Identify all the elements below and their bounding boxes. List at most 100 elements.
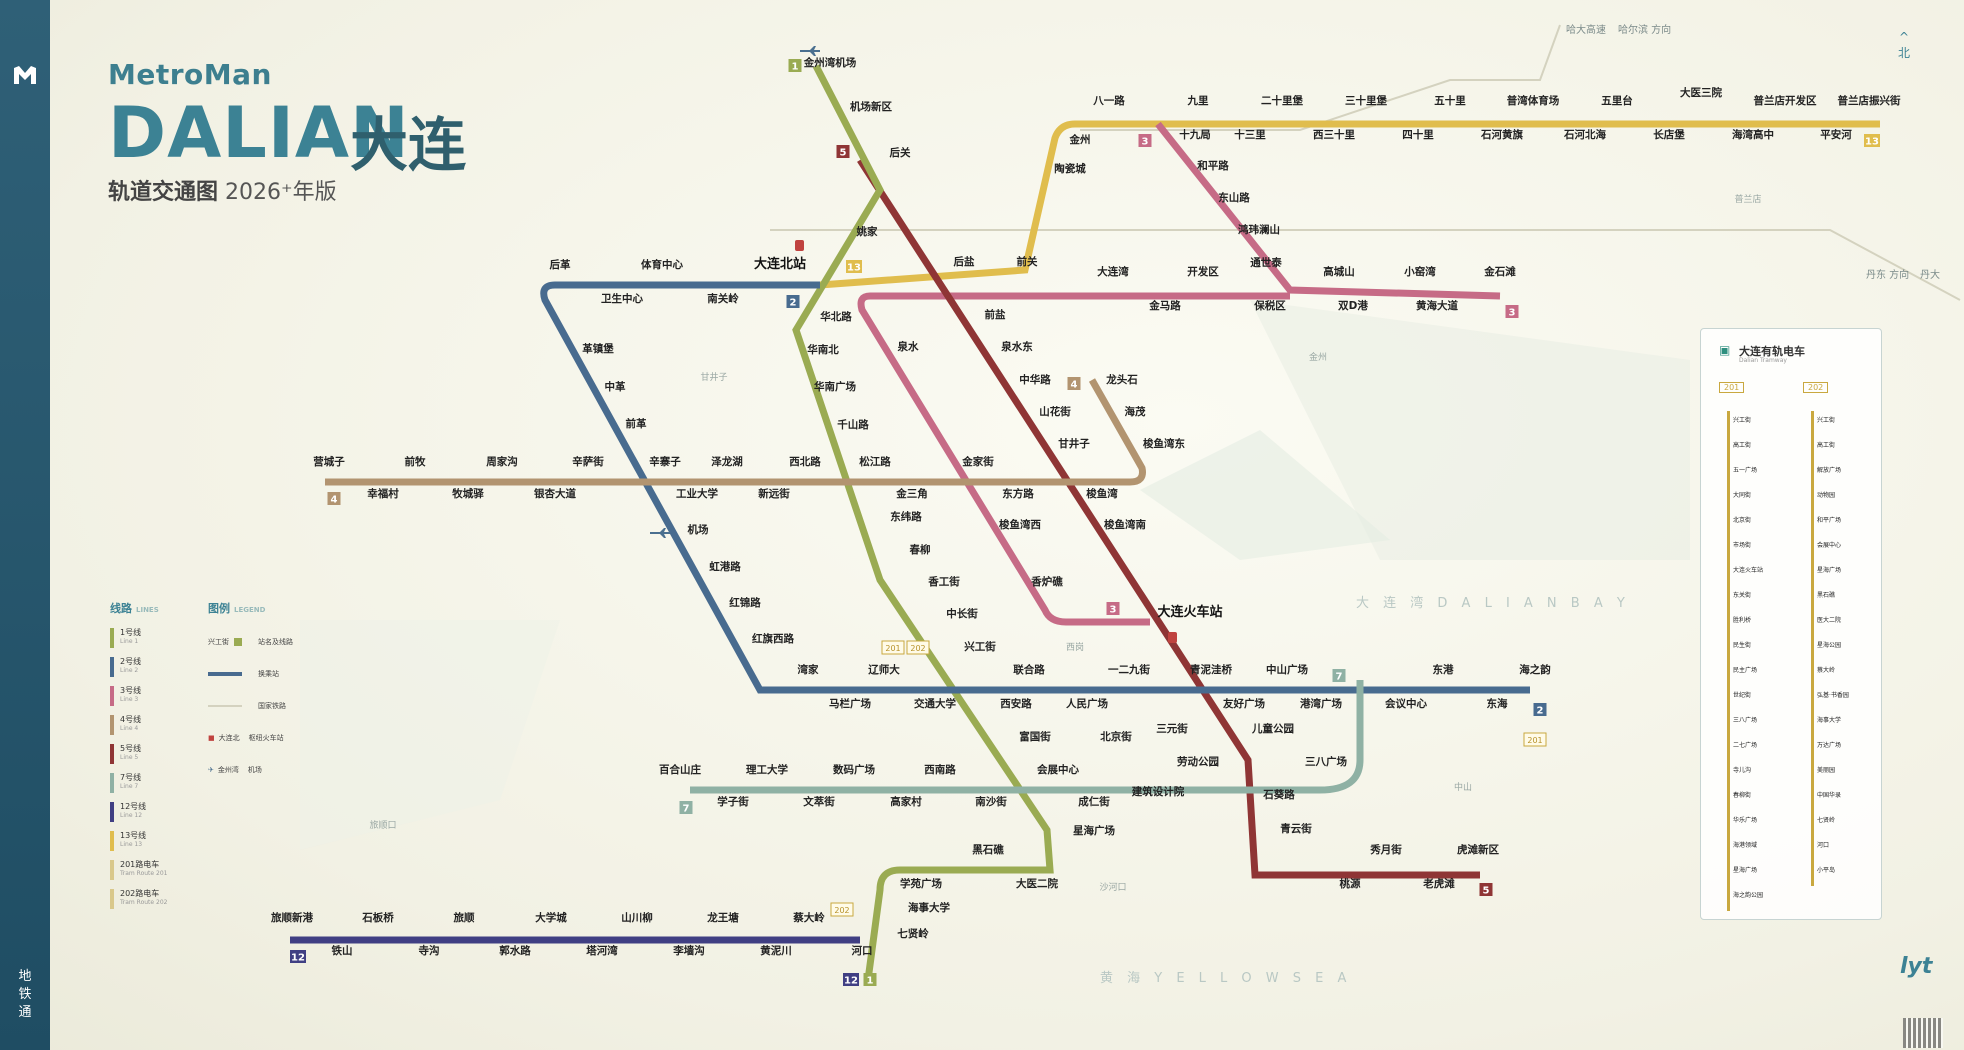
station-label[interactable]: 梭鱼湾东 [1143, 437, 1185, 450]
station-label[interactable]: 幸福村 [367, 487, 399, 500]
station-label[interactable]: 虎滩新区 [1457, 843, 1499, 856]
station-label[interactable]: 七贤岭 [897, 927, 929, 940]
station-label[interactable]: 九里 [1187, 94, 1210, 107]
station-label[interactable]: 春柳 [910, 543, 931, 556]
tram-stop[interactable]: 动物园 [1817, 492, 1836, 499]
station-label[interactable]: 红旗西路 [752, 632, 794, 645]
tram-stop[interactable]: 海事大学 [1817, 717, 1842, 724]
station-label[interactable]: 富国街 [1019, 730, 1051, 743]
station-label[interactable]: 五十里 [1434, 94, 1466, 107]
station-label[interactable]: 海事大学 [908, 901, 950, 914]
station-label[interactable]: 普兰店振兴街 [1838, 94, 1901, 107]
station-label[interactable]: 辛萨街 [572, 455, 604, 468]
station-label[interactable]: 辛寨子 [649, 455, 681, 468]
station-label[interactable]: 人民广场 [1066, 697, 1108, 710]
station-label[interactable]: 龙王塘 [706, 911, 739, 924]
station-label[interactable]: 千山路 [837, 418, 869, 431]
station-label[interactable]: 兴工街 [964, 640, 996, 653]
station-label[interactable]: 会议中心 [1385, 697, 1427, 710]
station-label[interactable]: 通世泰 [1250, 256, 1282, 269]
station-label[interactable]: 华北路 [820, 310, 852, 323]
tram-stop[interactable]: 医大二院 [1817, 617, 1842, 624]
station-label[interactable]: 学苑广场 [900, 877, 942, 890]
station-label[interactable]: 周家沟 [486, 455, 518, 468]
station-label[interactable]: 海之韵 [1519, 663, 1551, 676]
station-label[interactable]: 鸿玮澜山 [1238, 223, 1280, 236]
station-label[interactable]: 五里台 [1601, 94, 1633, 107]
station-label[interactable]: 黄海大道 [1416, 299, 1458, 312]
station-label[interactable]: 二十里堡 [1261, 94, 1303, 107]
tram-stop[interactable]: 世纪街 [1733, 692, 1752, 699]
station-label[interactable]: 陶瓷城 [1054, 162, 1086, 175]
tram-stop[interactable]: 大连火车站 [1733, 567, 1764, 574]
station-label[interactable]: 前牧 [405, 455, 426, 468]
station-label[interactable]: 海茂 [1125, 405, 1147, 418]
station-label[interactable]: 寺沟 [419, 944, 440, 957]
station-label[interactable]: 甘井子 [1058, 437, 1090, 450]
tram-stop[interactable]: 兴工街 [1817, 417, 1836, 424]
station-label[interactable]: 前关 [1017, 255, 1039, 268]
station-label[interactable]: 红锦路 [729, 596, 761, 609]
station-label[interactable]: 香工街 [927, 575, 960, 588]
station-label[interactable]: 辽师大 [868, 663, 900, 676]
station-label[interactable]: 松江路 [859, 455, 891, 468]
station-label[interactable]: 成仁街 [1078, 795, 1110, 808]
tram-stop[interactable]: 大同街 [1733, 492, 1752, 499]
station-label[interactable]: 体育中心 [641, 258, 683, 271]
station-label[interactable]: 银杏大道 [534, 487, 576, 500]
station-label[interactable]: 新远街 [758, 487, 790, 500]
station-label[interactable]: 港湾广场 [1300, 697, 1342, 710]
station-label[interactable]: 机场 [688, 523, 709, 536]
tram-stop[interactable]: 民主广场 [1733, 667, 1758, 674]
station-label[interactable]: 东港 [1433, 663, 1455, 676]
station-label[interactable]: 西北路 [789, 455, 821, 468]
station-label[interactable]: 桃源 [1340, 877, 1362, 890]
station-label[interactable]: 工业大学 [676, 487, 718, 500]
tram-stop[interactable]: 华乐广场 [1733, 817, 1758, 824]
station-label[interactable]: 友好广场 [1222, 697, 1265, 710]
station-label[interactable]: 华南北 [807, 343, 839, 356]
station-label[interactable]: 青云街 [1280, 822, 1312, 835]
station-label[interactable]: 马栏广场 [829, 697, 871, 710]
tram-stop[interactable]: 胜利桥 [1733, 617, 1752, 624]
tram-stop[interactable]: 弘基·书香园 [1817, 692, 1849, 699]
station-label[interactable]: 泽龙湖 [711, 455, 743, 468]
station-label[interactable]: 湾家 [798, 663, 819, 676]
station-label[interactable]: 儿童公园 [1251, 722, 1294, 735]
station-label[interactable]: 长店堡 [1653, 128, 1685, 141]
station-label[interactable]: 普湾体育场 [1507, 94, 1560, 107]
tram-stop[interactable]: 春柳街 [1733, 792, 1752, 799]
station-label[interactable]: 河口 [852, 945, 873, 957]
station-label[interactable]: 大连火车站 [1157, 604, 1222, 620]
station-label[interactable]: 联合路 [1013, 663, 1045, 676]
tram-stop[interactable]: 东关街 [1733, 592, 1752, 599]
tram-stop[interactable]: 星海广场 [1817, 567, 1842, 574]
tram-stop[interactable]: 二七广场 [1733, 742, 1758, 749]
tram-stop[interactable]: 海之韵公园 [1733, 892, 1764, 899]
station-label[interactable]: 金石滩 [1483, 265, 1516, 278]
tram-stop[interactable]: 星海广场 [1733, 867, 1758, 874]
station-label[interactable]: 三八广场 [1305, 755, 1347, 768]
station-label[interactable]: 金家街 [961, 455, 994, 468]
station-label[interactable]: 十九局 [1179, 128, 1211, 141]
tram-stop[interactable]: 小平岛 [1817, 867, 1836, 874]
station-label[interactable]: 学子街 [717, 795, 749, 808]
station-label[interactable]: 金州湾机场 [803, 56, 857, 69]
tram-stop[interactable]: 兴工街 [1733, 417, 1752, 424]
station-label[interactable]: 石葵路 [1262, 788, 1295, 801]
station-label[interactable]: 西三十里 [1313, 128, 1355, 141]
station-label[interactable]: 文萃街 [802, 795, 835, 808]
tram-stop[interactable]: 寺儿沟 [1733, 767, 1752, 774]
station-label[interactable]: 东山路 [1218, 191, 1250, 204]
station-label[interactable]: 前革 [626, 417, 647, 430]
tram-stop[interactable]: 美丽园 [1817, 767, 1836, 774]
tram-stop[interactable]: 万达广场 [1817, 742, 1842, 749]
tram-stop[interactable]: 河口 [1817, 842, 1830, 849]
station-label[interactable]: 蔡大岭 [792, 911, 825, 924]
